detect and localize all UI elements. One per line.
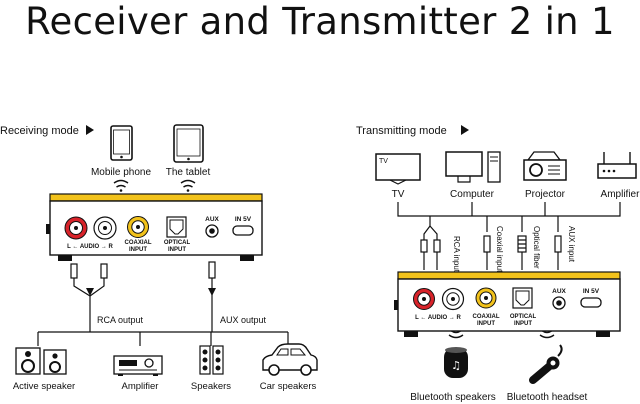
optical-jack-label: OPTICAL (510, 314, 537, 320)
coaxial-jack (127, 216, 149, 238)
output-label-bluetooth-speakers: Bluetooth speakers (410, 392, 496, 403)
optical-jack-label-2: INPUT (514, 321, 532, 327)
wireless-signal-icon (448, 330, 464, 339)
tablet-icon (173, 124, 204, 163)
amplifier-icon (113, 355, 163, 376)
rca-right-jack (441, 287, 465, 311)
arrow-down-icon (208, 288, 216, 296)
amplifier-router-icon (597, 152, 637, 179)
rca-jack-label: L ← AUDIO → R (67, 244, 113, 250)
tv-icon: TV (375, 153, 421, 185)
output-label-bluetooth-headset: Bluetooth headset (507, 392, 588, 403)
car-icon (262, 343, 318, 376)
coaxial-jack-label: COAXIAL (473, 314, 500, 320)
speakers-icon (199, 345, 224, 375)
coaxial-jack-label-2: INPUT (477, 321, 495, 327)
input-label-optical: Optical fiber (532, 226, 541, 269)
wireless-signal-icon (180, 179, 196, 192)
aux-jack-label: AUX (205, 216, 219, 223)
aux-jack (552, 296, 566, 310)
arrow-right-icon (461, 125, 469, 135)
source-label-tablet: The tablet (166, 167, 211, 178)
wireless-signal-icon (113, 179, 129, 192)
optical-fiber-cable (517, 235, 527, 270)
coaxial-jack-label: COAXIAL (125, 240, 152, 246)
power-jack-label: IN 5V (235, 216, 252, 223)
bluetooth-headset-icon (529, 344, 563, 384)
rca-left-jack (413, 288, 435, 310)
usb-c-power-port-icon (232, 225, 254, 236)
power-jack-label: IN 5V (583, 288, 600, 295)
aux-input-cable (554, 235, 562, 270)
input-label-coaxial: Coaxial input (495, 226, 504, 273)
tv-screen-text: TV (379, 158, 388, 165)
input-distribution-lines (397, 202, 621, 232)
aux-output-cable (208, 261, 216, 332)
rca-input-cable (420, 225, 441, 270)
rca-output-cable (70, 263, 108, 332)
output-label-amplifier: Amplifier (122, 381, 159, 392)
optical-jack-label: OPTICAL (164, 240, 191, 246)
receiving-mode-label: Receiving mode (0, 125, 79, 137)
rca-left-jack (64, 216, 88, 240)
arrow-right-icon (86, 125, 94, 135)
output-label-speakers: Speakers (191, 381, 231, 392)
usb-c-power-port-icon (580, 297, 602, 308)
transmitter-device: L ← AUDIO → R COAXIAL INPUT OPTICAL INPU… (394, 271, 621, 337)
page-title: Receiver and Transmitter 2 in 1 (25, 0, 615, 43)
input-label-aux: AUX input (567, 226, 576, 263)
wireless-signal-icon (539, 330, 555, 339)
source-label-computer: Computer (450, 189, 495, 200)
source-label-tv: TV (392, 189, 405, 200)
aux-jack (205, 224, 219, 238)
source-label-amplifier: Amplifier (601, 189, 640, 200)
rca-right-jack (93, 216, 117, 240)
mobile-phone-icon (110, 125, 133, 161)
optical-jack (166, 216, 187, 238)
transmitting-mode-label: Transmitting mode (356, 125, 447, 137)
input-label-rca: RCA input (452, 236, 461, 273)
optical-jack (512, 287, 533, 309)
computer-icon (445, 151, 501, 183)
aux-output-label: AUX output (220, 315, 267, 325)
aux-jack-label: AUX (552, 288, 566, 295)
source-label-mobile-phone: Mobile phone (91, 167, 151, 178)
coaxial-jack (475, 287, 497, 309)
rca-output-label: RCA output (97, 315, 144, 325)
transmitting-mode-section: Transmitting mode TV TV Computer Project… (356, 125, 640, 403)
output-distribution-lines (37, 331, 289, 346)
bluetooth-speaker-icon: ♫ (444, 347, 468, 378)
arrow-down-icon (86, 288, 94, 296)
projector-icon (523, 151, 567, 181)
output-label-active-speaker: Active speaker (13, 381, 75, 392)
output-label-car-speakers: Car speakers (260, 381, 317, 392)
coaxial-jack-label-2: INPUT (129, 247, 147, 253)
receiving-mode-section: Receiving mode Mobile phone The tablet (0, 124, 318, 392)
optical-jack-label-2: INPUT (168, 247, 186, 253)
coaxial-input-cable (483, 235, 491, 270)
rca-jack-label: L ← AUDIO → R (415, 315, 461, 321)
active-speaker-icon (15, 347, 67, 375)
receiver-device: L ← AUDIO → R COAXIAL INPUT OPTICAL INPU… (46, 193, 263, 261)
svg-text:♫: ♫ (451, 359, 461, 372)
source-label-projector: Projector (525, 189, 566, 200)
